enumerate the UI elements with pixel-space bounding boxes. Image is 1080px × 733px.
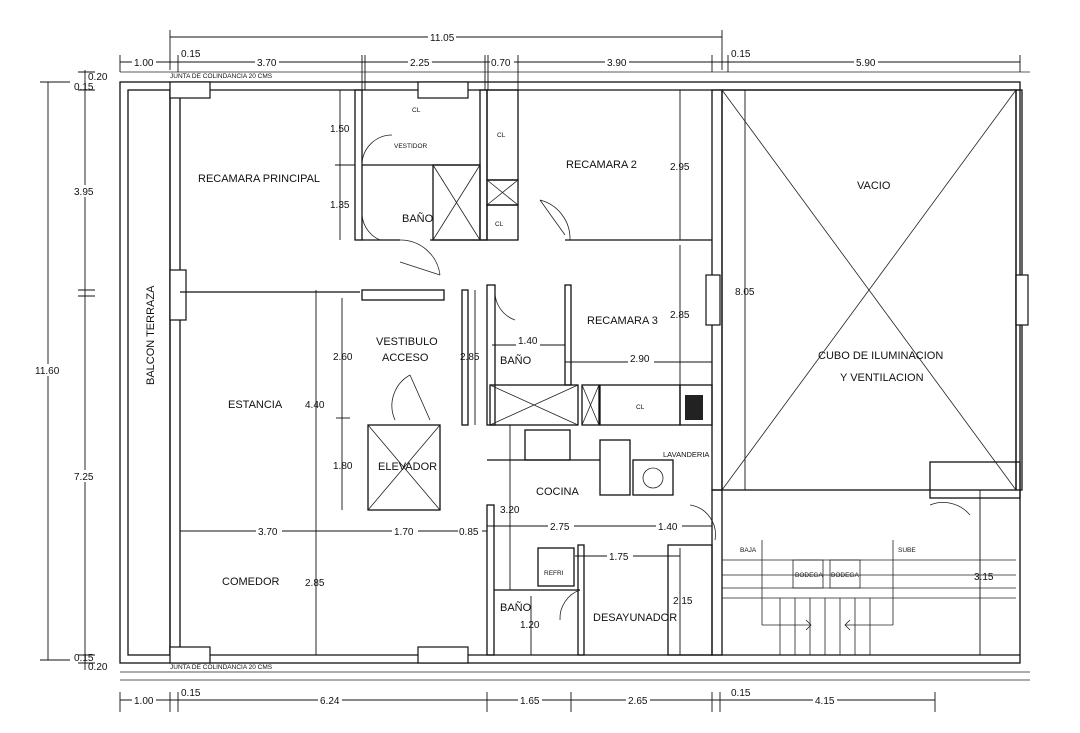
dim-top: 3.90	[607, 58, 627, 69]
room-cocina: COCINA	[536, 486, 579, 498]
junta-note-top: JUNTA DE COLINDANCIA 20 CMS	[170, 73, 273, 80]
dim-interior: 2.90	[630, 354, 650, 365]
dim-left: 0.15	[74, 653, 94, 664]
walls	[119, 71, 1030, 681]
dim-bottom: 6.24	[320, 696, 340, 707]
room-lavanderia: LAVANDERIA	[663, 450, 709, 459]
dim-left: 7.25	[74, 472, 94, 483]
dim-interior: 3.70	[258, 527, 278, 538]
room-bano-3: BAÑO	[500, 601, 532, 614]
stair-sube-label: SUBE	[898, 547, 916, 554]
room-bodega-2: BODEGA	[831, 572, 859, 579]
dim-interior: 2.85	[460, 352, 480, 363]
dim-bottom: 1.00	[134, 696, 154, 707]
dim-top: 0.15	[181, 49, 201, 60]
room-labels: RECAMARA PRINCIPAL VESTIDOR BAÑO CL CL C…	[145, 107, 943, 624]
dim-bottom: 2.65	[628, 696, 648, 707]
room-bodega-1: BODEGA	[795, 572, 823, 579]
dim-left: 0.15	[74, 82, 94, 93]
dim-interior: 1.50	[330, 124, 350, 135]
room-vacio: VACIO	[857, 180, 891, 192]
dim-top: 0.70	[491, 58, 511, 69]
dim-bottom: 0.15	[731, 688, 751, 699]
room-estancia: ESTANCIA	[228, 399, 283, 411]
dim-interior: 1.20	[520, 620, 540, 631]
dim-bottom: 1.65	[520, 696, 540, 707]
room-balcon-terraza: BALCON TERRAZA	[145, 285, 157, 385]
dim-interior: 1.40	[658, 522, 678, 533]
dim-bottom: 4.15	[815, 696, 835, 707]
dim-interior: 2.85	[670, 310, 690, 321]
dim-interior: 2.95	[670, 162, 690, 173]
room-cubo-line1: CUBO DE ILUMINACION	[818, 350, 943, 362]
closet-label: CL	[412, 107, 421, 114]
room-recamara-3: RECAMARA 3	[587, 315, 658, 327]
dim-overall-left: 11.60	[35, 366, 60, 377]
dim-interior: 2.75	[550, 522, 570, 533]
dim-interior: 1.70	[394, 527, 414, 538]
dim-interior: 2.85	[305, 578, 325, 589]
stair-baja-label: BAJA	[740, 547, 757, 554]
dim-interior: 0.85	[459, 527, 479, 538]
dim-interior: 2.60	[333, 352, 353, 363]
dimension-lines	[40, 30, 1021, 712]
dim-top: 2.25	[410, 58, 430, 69]
closet-label: CL	[636, 404, 645, 411]
dim-interior: 3.15	[974, 572, 994, 583]
closet-label: CL	[497, 132, 506, 139]
dim-left: 3.95	[74, 187, 94, 198]
dim-interior: 4.40	[305, 400, 325, 411]
room-desayunador: DESAYUNADOR	[593, 612, 677, 624]
dim-top: 5.90	[856, 58, 876, 69]
room-vestibulo: VESTIBULO	[376, 336, 438, 348]
dim-top: 1.00	[134, 58, 154, 69]
dimension-labels: 11.05 1.00 0.15 3.70 2.25 0.70 3.90 0.15…	[34, 31, 994, 707]
room-elevador: ELEVADOR	[378, 461, 437, 473]
room-comedor: COMEDOR	[222, 576, 280, 588]
room-acceso: ACCESO	[382, 352, 429, 364]
dim-interior: 1.40	[518, 336, 538, 347]
refri-label: REFRI	[544, 570, 564, 577]
dim-left: 0.20	[88, 72, 108, 83]
room-bano-2: BAÑO	[500, 354, 532, 367]
dim-interior: 8.05	[735, 287, 755, 298]
dim-interior: 1.35	[330, 200, 350, 211]
dim-interior: 1.80	[333, 461, 353, 472]
closet-label: CL	[495, 221, 504, 228]
dim-interior: 3.20	[500, 505, 520, 516]
dim-interior: 2.15	[673, 596, 693, 607]
dim-top: 0.15	[731, 49, 751, 60]
room-vestidor: VESTIDOR	[394, 143, 428, 150]
dim-overall-top: 11.05	[430, 33, 455, 44]
dim-interior: 1.75	[609, 552, 629, 563]
room-recamara-2: RECAMARA 2	[566, 159, 637, 171]
dim-top: 3.70	[257, 58, 277, 69]
room-bano-principal: BAÑO	[402, 212, 434, 225]
dim-bottom: 0.15	[181, 688, 201, 699]
dim-left: 0.20	[88, 662, 108, 673]
room-recamara-principal: RECAMARA PRINCIPAL	[198, 173, 320, 185]
junta-note-bottom: JUNTA DE COLINDANCIA 20 CMS	[170, 664, 273, 671]
room-cubo-line2: Y VENTILACION	[840, 372, 924, 384]
